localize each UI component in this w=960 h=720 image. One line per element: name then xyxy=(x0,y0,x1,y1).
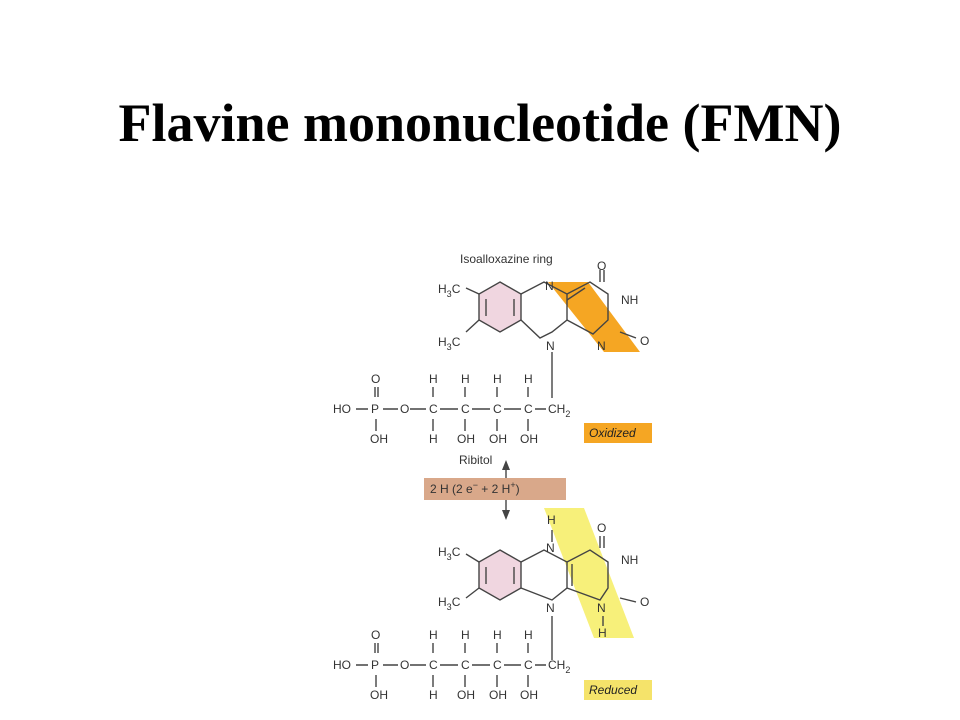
oxidized-c4: C xyxy=(524,402,533,416)
reduced-n1-h: H xyxy=(598,626,607,640)
oxidized-h2: H xyxy=(461,372,470,386)
oxidized-p: P xyxy=(371,402,379,416)
oxidized-ribitol-chain: HO P O OH O C C C C CH2 H H H H H OH OH … xyxy=(333,372,570,446)
oxidized-highlight-band xyxy=(548,282,640,352)
reduced-c2: C xyxy=(461,658,470,672)
reaction-arrow-head-up xyxy=(502,460,510,470)
oxidized-ester-o: O xyxy=(400,402,409,416)
oxidized-h1: H xyxy=(429,372,438,386)
reduced-ester-o: O xyxy=(400,658,409,672)
reaction-arrow: Ribitol 2 H (2 e− + 2 H+) xyxy=(424,453,566,520)
oxidized-methyl-top: H3C xyxy=(438,282,461,299)
reduced-oh4: OH xyxy=(520,688,538,702)
oxidized-h3: H xyxy=(493,372,502,386)
reduced-h1: H xyxy=(429,628,438,642)
reduced-n10: N xyxy=(546,601,555,615)
oxidized-methyl-bottom: H3C xyxy=(438,335,461,352)
oxidized-methyl-bond-1 xyxy=(465,287,480,295)
reduced-chain-bonds xyxy=(356,643,546,687)
reduced-o-right: O xyxy=(640,595,649,609)
oxidized-ho: HO xyxy=(333,402,351,416)
reduced-pyrazine-ring xyxy=(520,549,568,601)
reduced-label-box xyxy=(584,680,652,700)
reduced-ch2: CH2 xyxy=(548,658,570,675)
reduced-nh: NH xyxy=(621,553,638,567)
reduced-p: P xyxy=(371,658,379,672)
oxidized-n10: N xyxy=(546,339,555,353)
reduced-p-oh: OH xyxy=(370,688,388,702)
reduced-p-o: O xyxy=(371,628,380,642)
oxidized-c3: C xyxy=(493,402,502,416)
reduced-n5-h: H xyxy=(547,513,556,527)
reduced-methyl-bottom: H3C xyxy=(438,595,461,612)
reduced-methyl-top: H3C xyxy=(438,545,461,562)
reduced-ribitol-chain: HO P O OH O C C C C CH2 H H H H H OH OH … xyxy=(333,628,570,702)
reduced-h2: H xyxy=(461,628,470,642)
reduced-n1: N xyxy=(597,601,606,615)
reduced-o-top: O xyxy=(597,521,606,535)
oxidized-c1: C xyxy=(429,402,438,416)
oxidized-structure: Isoalloxazine ring H3C H3C N N N NH O O … xyxy=(333,252,652,446)
reduced-c1: C xyxy=(429,658,438,672)
oxidized-o-right: O xyxy=(640,334,649,348)
oxidized-p-oh: OH xyxy=(370,432,388,446)
oxidized-nh: NH xyxy=(621,293,638,307)
reduced-oh3: OH xyxy=(489,688,507,702)
oxidized-oh2: OH xyxy=(457,432,475,446)
oxidized-label: Oxidized xyxy=(589,426,636,440)
slide-title: Flavine mononucleotide (FMN) xyxy=(118,93,842,153)
reduced-n5: N xyxy=(546,541,555,555)
oxidized-label-box xyxy=(584,423,652,443)
isoalloxazine-ring-label: Isoalloxazine ring xyxy=(460,252,553,266)
oxidized-oh4: OH xyxy=(520,432,538,446)
oxidized-h1b: H xyxy=(429,432,438,446)
oxidized-ch2: CH2 xyxy=(548,402,570,419)
ribitol-label: Ribitol xyxy=(459,453,492,467)
reduced-h4: H xyxy=(524,628,533,642)
reduced-oh2: OH xyxy=(457,688,475,702)
oxidized-methyl-bond-2 xyxy=(465,319,480,333)
reduced-carbonyl-right xyxy=(619,597,637,603)
oxidized-ring-double-bond xyxy=(566,287,586,301)
reaction-arrow-head-down xyxy=(502,510,510,520)
oxidized-h4: H xyxy=(524,372,533,386)
oxidized-p-o: O xyxy=(371,372,380,386)
oxidized-pyrazine-ring xyxy=(520,281,568,339)
oxidized-oh3: OH xyxy=(489,432,507,446)
oxidized-n5: N xyxy=(545,279,554,293)
reduced-h3: H xyxy=(493,628,502,642)
reduced-structure: H3C H3C H N N N H NH O O HO P O OH O C C… xyxy=(333,508,652,702)
oxidized-carbonyl-right xyxy=(619,331,637,339)
oxidized-o-top: O xyxy=(597,259,606,273)
oxidized-n1: N xyxy=(597,339,606,353)
oxidized-chain-bonds xyxy=(356,387,546,431)
reduced-label: Reduced xyxy=(589,683,637,697)
reduced-c4: C xyxy=(524,658,533,672)
reaction-text: 2 H (2 e− + 2 H+) xyxy=(430,480,520,496)
reduced-methyl-bond-2 xyxy=(465,587,480,599)
reduced-h1b: H xyxy=(429,688,438,702)
reduced-pyrimidine-ring xyxy=(566,549,609,601)
oxidized-pyrimidine-ring xyxy=(566,281,609,335)
reaction-box xyxy=(424,478,566,500)
reduced-ho: HO xyxy=(333,658,351,672)
reduced-highlight-band xyxy=(544,508,634,638)
oxidized-c2: C xyxy=(461,402,470,416)
reduced-methyl-bond-1 xyxy=(465,553,480,563)
reduced-c3: C xyxy=(493,658,502,672)
